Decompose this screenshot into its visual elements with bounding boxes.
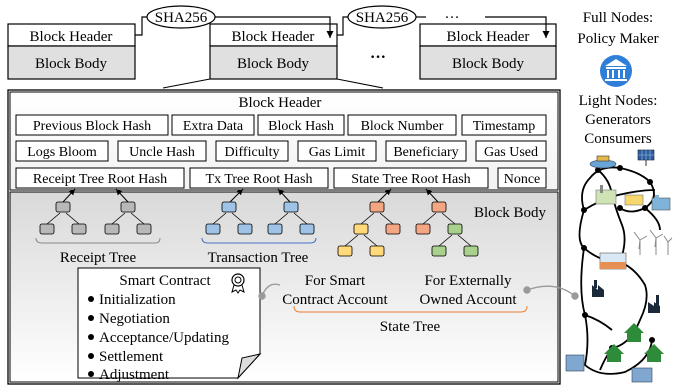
detail-frame xyxy=(7,89,561,385)
contract-label-2: Contract Account xyxy=(282,292,388,308)
sha256-label-2: SHA256 xyxy=(356,10,409,26)
field-state-tree-root-hash: State Tree Root Hash xyxy=(351,172,470,187)
building-icon-2 xyxy=(631,367,653,383)
sha256-label-1: SHA256 xyxy=(155,10,208,26)
hash-link-2 xyxy=(337,16,426,36)
contract-connector xyxy=(258,283,579,300)
solar-farm-icon xyxy=(589,155,617,169)
external-label-1: For Externally xyxy=(424,273,512,289)
state-brace xyxy=(293,305,528,313)
hash-ellipsis: ··· xyxy=(445,10,460,26)
solar-panel-icon xyxy=(637,149,655,166)
block-1-header-label: Block Header xyxy=(30,29,113,45)
external-label-2: Owned Account xyxy=(419,292,517,308)
field-timestamp: Timestamp xyxy=(473,119,536,134)
contract-label-1: For Smart xyxy=(305,273,366,289)
block-1: Block Header Block Body xyxy=(7,23,136,80)
factory-icon-2 xyxy=(592,280,604,297)
smart-contract-document: Smart Contract Initialization Negotiatio… xyxy=(77,267,262,383)
building-icon-1 xyxy=(565,354,585,372)
hydro-dam-icon xyxy=(599,252,627,270)
header-title: Block Header xyxy=(239,95,322,111)
power-plant-icon xyxy=(624,194,644,206)
hash-link-3 xyxy=(485,16,550,38)
hash-link-1 xyxy=(135,16,334,38)
factory-icon-3 xyxy=(648,295,660,313)
header-fields-row3: Receipt Tree Root Hash Tx Tree Root Hash… xyxy=(15,167,547,189)
full-nodes-line2: Policy Maker xyxy=(577,31,658,47)
transaction-brace xyxy=(201,237,317,244)
block-3-header-label: Block Header xyxy=(447,29,530,45)
house-icon-3 xyxy=(644,344,664,362)
state-tree-label: State Tree xyxy=(380,319,441,335)
field-extra-data: Extra Data xyxy=(183,119,244,134)
body-title: Block Body xyxy=(474,205,547,221)
expand-lines xyxy=(162,78,384,89)
bank-icon xyxy=(600,55,632,87)
field-block-hash: Block Hash xyxy=(268,119,334,134)
contract-item-negotiation: Negotiation xyxy=(99,311,170,327)
field-receipt-tree-root-hash: Receipt Tree Root Hash xyxy=(33,172,167,187)
field-gas-used: Gas Used xyxy=(484,145,538,160)
full-nodes-line1: Full Nodes: xyxy=(583,10,653,26)
field-block-number: Block Number xyxy=(361,119,444,134)
block-2-header-label: Block Header xyxy=(232,29,315,45)
field-previous-block-hash: Previous Block Hash xyxy=(33,119,151,134)
state-tree xyxy=(337,201,479,257)
contract-item-adjustment: Adjustment xyxy=(99,367,170,383)
block-3-body-label: Block Body xyxy=(452,56,525,72)
field-logs-bloom: Logs Bloom xyxy=(27,145,97,160)
field-difficulty: Difficulty xyxy=(225,145,280,160)
field-uncle-hash: Uncle Hash xyxy=(129,145,195,160)
receipt-brace xyxy=(35,237,161,244)
factory-icon-1 xyxy=(595,185,617,205)
field-gas-limit: Gas Limit xyxy=(309,145,365,160)
sha256-ellipse-1 xyxy=(146,5,216,29)
smart-contract-title: Smart Contract xyxy=(119,273,211,289)
wind-turbine-icon xyxy=(633,229,673,255)
certificate-icon xyxy=(231,273,245,294)
node-network xyxy=(578,166,661,375)
contract-item-settlement: Settlement xyxy=(99,349,164,365)
sha256-ellipse-2 xyxy=(347,5,417,29)
root-hash-arrows xyxy=(62,188,439,203)
block-1-body-label: Block Body xyxy=(35,56,108,72)
block-3: Block Header Block Body xyxy=(419,23,557,80)
block-2: Block Header Block Body xyxy=(209,23,338,80)
field-nonce: Nonce xyxy=(504,172,541,187)
receipt-tree xyxy=(39,201,152,235)
field-beneficiary: Beneficiary xyxy=(393,145,458,160)
chain-ellipsis: ··· xyxy=(370,49,386,66)
contract-item-initialization: Initialization xyxy=(99,292,176,308)
receipt-tree-label: Receipt Tree xyxy=(60,250,137,266)
field-tx-tree-root-hash: Tx Tree Root Hash xyxy=(206,172,313,187)
header-fields-row1: Previous Block Hash Extra Data Block Has… xyxy=(15,114,547,136)
house-icon-1 xyxy=(624,323,644,342)
light-nodes-line3: Consumers xyxy=(584,131,652,147)
tank-icon xyxy=(651,195,671,211)
header-fields-row2: Logs Bloom Uncle Hash Difficulty Gas Lim… xyxy=(15,140,547,162)
house-icon-2 xyxy=(604,344,624,362)
block-2-body-label: Block Body xyxy=(237,56,310,72)
light-nodes-line2: Generators xyxy=(585,112,651,128)
light-nodes-line1: Light Nodes: xyxy=(579,93,658,109)
contract-item-acceptance: Acceptance/Updating xyxy=(99,330,229,346)
transaction-tree-label: Transaction Tree xyxy=(208,250,309,266)
transaction-tree xyxy=(205,201,315,235)
